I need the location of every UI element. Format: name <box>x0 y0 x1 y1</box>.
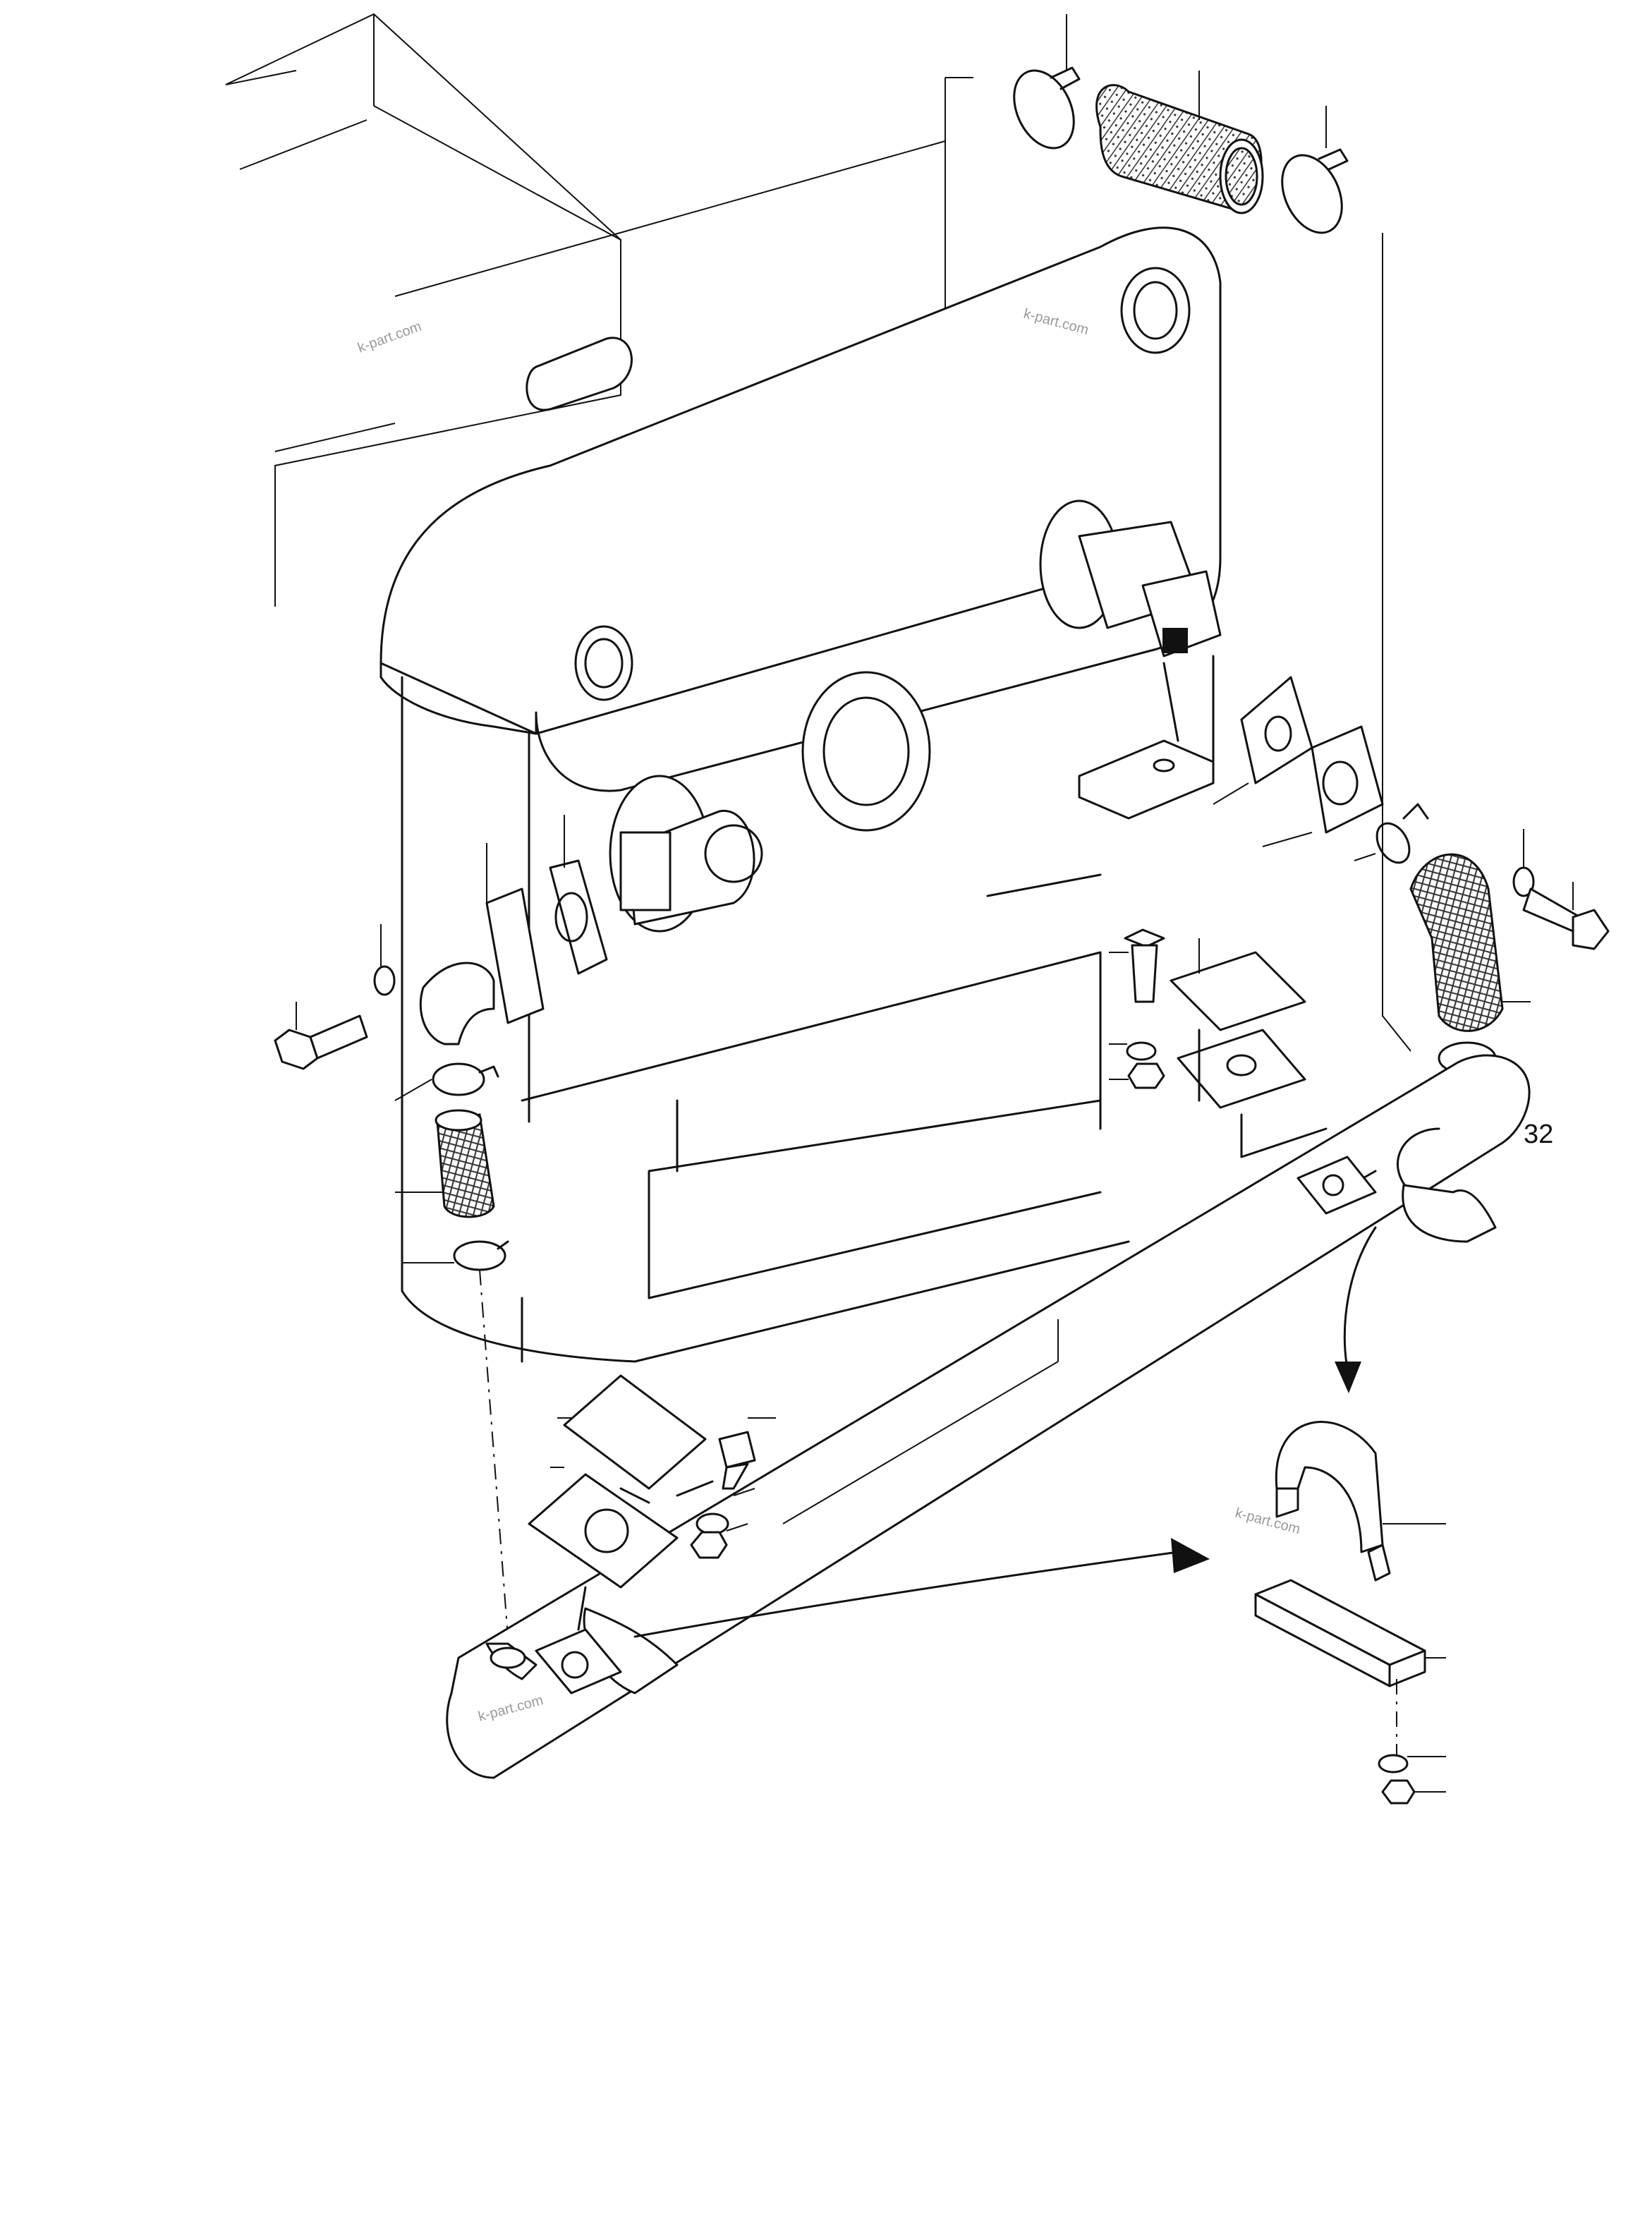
direction-arrows <box>633 1226 1377 1638</box>
left-exhaust-stack <box>274 815 608 1637</box>
right-sensor <box>1039 499 1222 820</box>
top-hose-assembly <box>1013 14 1349 234</box>
callout-32: 32 <box>1524 1120 1553 1149</box>
watermark-3: k-part.com <box>1234 1505 1302 1538</box>
right-exhaust-elbow: 32 <box>1213 676 1610 1149</box>
watermark-1: k-part.com <box>356 319 423 356</box>
u-bolt-detail <box>1254 1421 1446 1805</box>
muffler-pipe <box>446 1054 1531 1779</box>
middle-plate-set <box>1109 928 1328 1158</box>
top-hose <box>1095 84 1264 214</box>
left-pump <box>609 775 763 933</box>
frame-outline <box>225 13 1411 1052</box>
engine-block <box>379 226 1222 1363</box>
lower-flange-set <box>528 1374 776 1631</box>
